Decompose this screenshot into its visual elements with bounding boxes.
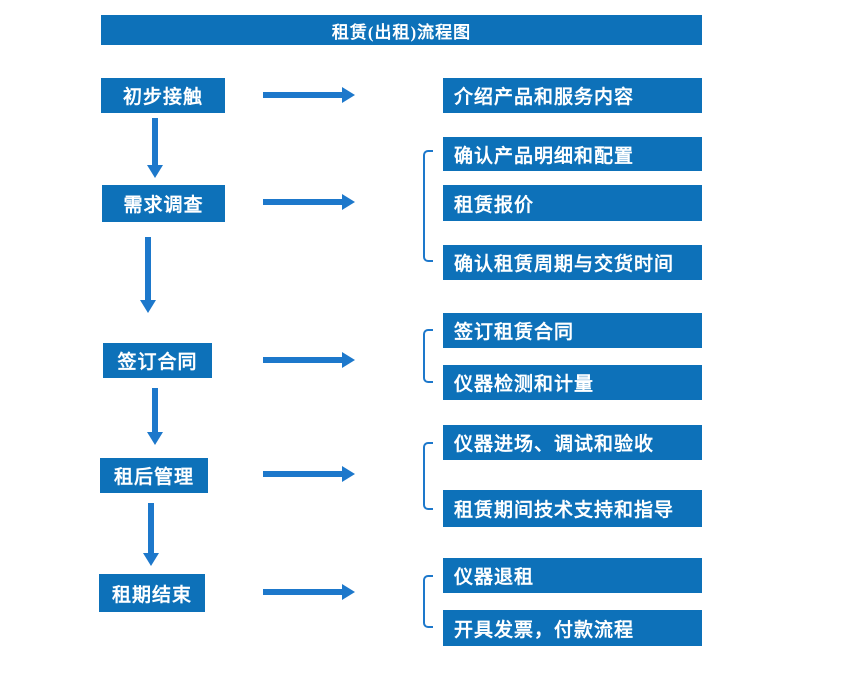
- arrow-right-icon: [263, 584, 355, 600]
- arrow-right-icon: [263, 194, 355, 210]
- detail-sign-rental-contract: 签订租赁合同: [443, 313, 702, 348]
- detail-confirm-period-delivery: 确认租赁周期与交货时间: [443, 245, 702, 280]
- arrow-down-icon: [140, 237, 156, 313]
- group-bracket-icon: [423, 442, 433, 510]
- detail-instrument-setup-acceptance: 仪器进场、调试和验收: [443, 425, 702, 460]
- arrow-right-icon: [263, 87, 355, 103]
- detail-instrument-return: 仪器退租: [443, 558, 702, 593]
- detail-tech-support-guidance: 租赁期间技术支持和指导: [443, 490, 702, 527]
- stage-post-rental-management: 租后管理: [100, 458, 208, 493]
- flowchart-title: 租赁(出租)流程图: [101, 15, 702, 45]
- group-bracket-icon: [423, 575, 433, 628]
- arrow-right-icon: [263, 352, 355, 368]
- arrow-down-icon: [147, 388, 163, 445]
- detail-introduce-products-services: 介绍产品和服务内容: [443, 78, 702, 113]
- arrow-right-icon: [263, 466, 355, 482]
- stage-demand-survey: 需求调查: [102, 185, 225, 222]
- stage-sign-contract: 签订合同: [103, 343, 212, 378]
- detail-rental-quotation: 租赁报价: [443, 185, 702, 221]
- arrow-down-icon: [147, 118, 163, 178]
- group-bracket-icon: [423, 150, 433, 262]
- detail-confirm-product-config: 确认产品明细和配置: [443, 137, 702, 171]
- detail-invoice-payment: 开具发票，付款流程: [443, 610, 702, 646]
- detail-instrument-testing-metering: 仪器检测和计量: [443, 365, 702, 400]
- stage-initial-contact: 初步接触: [101, 78, 225, 113]
- group-bracket-icon: [423, 329, 433, 383]
- stage-rental-end: 租期结束: [99, 574, 205, 612]
- arrow-down-icon: [143, 503, 159, 566]
